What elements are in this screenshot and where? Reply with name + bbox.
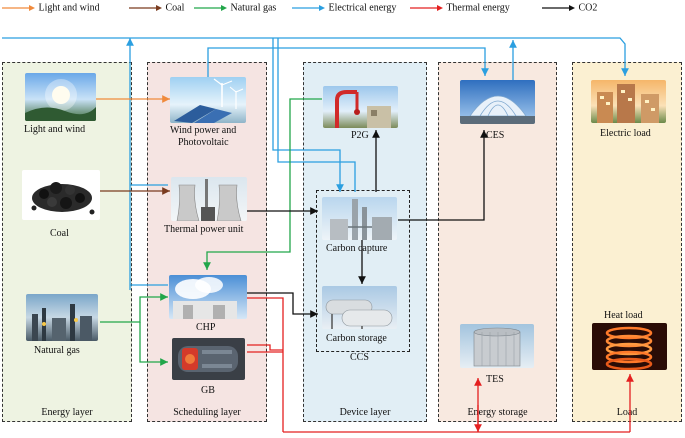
- wind-solar-icon: [174, 78, 244, 123]
- legend-electrical-label: Electrical energy: [328, 2, 397, 14]
- legend-light-wind-label: Light and wind: [38, 2, 100, 14]
- legend-coal-label: Coal: [165, 2, 185, 14]
- electric-load-label: Electric load: [600, 128, 651, 139]
- capture-plant-icon: [330, 199, 392, 240]
- gb-label: GB: [201, 385, 215, 396]
- scheduling-layer-label: Scheduling layer: [173, 407, 241, 418]
- chp-plant-icon: [173, 277, 237, 319]
- thermal-unit-image: [171, 177, 247, 221]
- natural-gas-label: Natural gas: [34, 345, 80, 356]
- tes-image: [460, 324, 534, 368]
- carbon-storage-image: [322, 286, 397, 329]
- thermal-wires: [247, 297, 634, 433]
- tes-tank-icon: [473, 327, 521, 367]
- legend-co2-label: CO2: [578, 2, 598, 14]
- wind-pv-label-line1: Wind power and: [170, 125, 237, 136]
- energy-layer-box: Energy layer: [2, 62, 132, 422]
- energy-layer-label: Energy layer: [41, 407, 93, 418]
- light-wind-label: Light and wind: [24, 124, 86, 135]
- heat-load-label: Heat load: [604, 310, 643, 321]
- coal-label: Coal: [50, 228, 69, 239]
- sun-icon: [25, 79, 96, 121]
- legend-thermal: Thermal energy: [408, 2, 510, 14]
- thermal-unit-label: Thermal power unit: [164, 224, 244, 235]
- residential-building-icon: [597, 84, 659, 123]
- boiler-icon: [178, 346, 238, 372]
- co2-wires: [247, 130, 488, 318]
- ces-image: [460, 80, 535, 124]
- ccs-group-box: [316, 190, 410, 352]
- coal-image: [22, 170, 100, 220]
- heating-coil-icon: [605, 326, 653, 370]
- light-wind-image: [25, 73, 96, 121]
- wind-pv-image: [170, 77, 246, 123]
- p2g-facility-icon: [335, 90, 391, 128]
- p2g-image: [323, 86, 398, 128]
- carbon-capture-label: Carbon capture: [326, 243, 388, 254]
- legend-coal: Coal: [127, 2, 184, 14]
- coal-pile-icon: [31, 182, 95, 215]
- carbon-capture-image: [322, 197, 397, 240]
- legend-light-wind: Light and wind: [0, 2, 100, 14]
- legend-natural-gas: Natural gas: [192, 2, 276, 14]
- chp-label: CHP: [196, 322, 216, 333]
- legend-electrical: Electrical energy: [290, 2, 396, 14]
- gb-image: [172, 338, 245, 380]
- load-layer-label: Load: [616, 407, 638, 418]
- gas-wires: [100, 98, 322, 366]
- ces-facility-icon: [460, 95, 535, 124]
- ccs-label: CCS: [350, 352, 369, 363]
- device-layer-box: Device layer: [303, 62, 427, 422]
- ces-label: CES: [486, 130, 505, 141]
- natural-gas-image: [26, 294, 98, 341]
- legend-co2: CO2: [540, 2, 597, 14]
- tes-label: TES: [486, 374, 504, 385]
- electrical-wires: [2, 37, 629, 290]
- legend-thermal-label: Thermal energy: [446, 2, 510, 14]
- heat-load-image: [592, 323, 667, 370]
- device-layer-label: Device layer: [339, 407, 391, 418]
- electric-load-image: [591, 80, 666, 123]
- gas-plant-icon: [32, 304, 92, 341]
- wind-pv-label-line2: Photovoltaic: [178, 137, 229, 148]
- p2g-label: P2G: [351, 130, 369, 141]
- storage-layer-label: Energy storage: [467, 407, 528, 418]
- legend-natural-gas-label: Natural gas: [230, 2, 277, 14]
- storage-tank-icon: [325, 299, 393, 329]
- chp-image: [169, 275, 247, 319]
- cooling-tower-icon: [176, 179, 242, 221]
- carbon-storage-label: Carbon storage: [326, 333, 387, 344]
